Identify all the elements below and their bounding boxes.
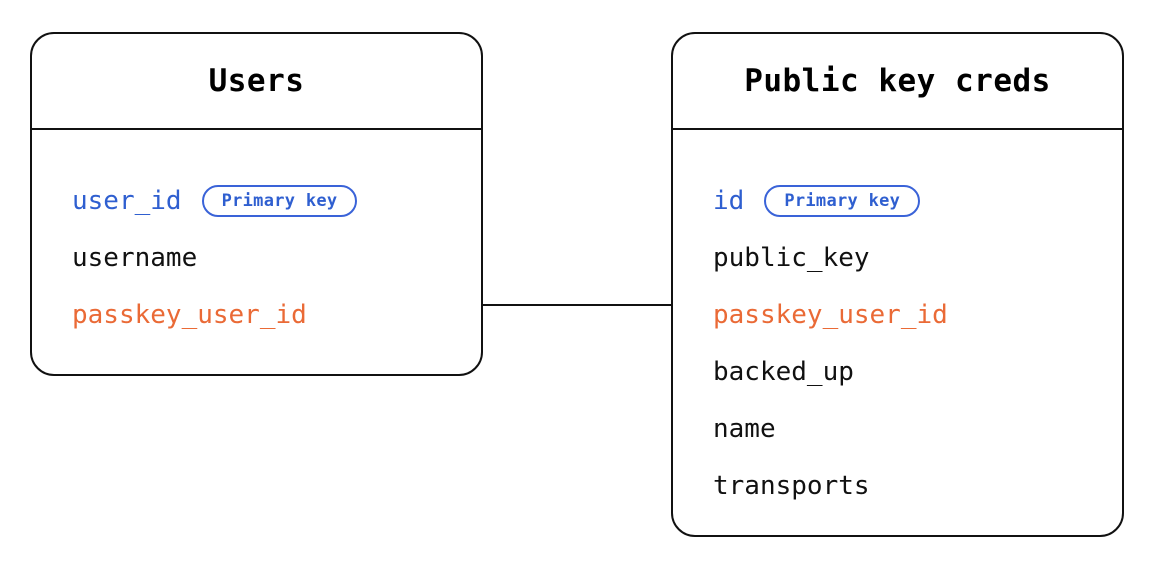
field-row[interactable]: name bbox=[713, 400, 1122, 457]
entity-public-key-creds-field-list: id Primary key public_key passkey_user_i… bbox=[673, 130, 1122, 514]
field-name-passkey-user-id: passkey_user_id bbox=[713, 299, 948, 330]
primary-key-badge: Primary key bbox=[201, 184, 358, 217]
primary-key-badge: Primary key bbox=[764, 184, 921, 217]
field-name-backed-up: backed_up bbox=[713, 356, 854, 387]
field-name-id: id bbox=[713, 185, 745, 216]
entity-users-header: Users bbox=[32, 34, 481, 130]
field-row[interactable]: id Primary key bbox=[713, 172, 1122, 229]
entity-users-field-list: user_id Primary key username passkey_use… bbox=[32, 130, 481, 343]
field-row[interactable]: username bbox=[72, 229, 481, 286]
field-name-passkey-user-id: passkey_user_id bbox=[72, 299, 307, 330]
entity-public-key-creds-header: Public key creds bbox=[673, 34, 1122, 130]
field-name-user-id: user_id bbox=[72, 185, 182, 216]
entity-users-title: Users bbox=[208, 62, 305, 99]
field-row[interactable]: passkey_user_id bbox=[72, 286, 481, 343]
entity-users[interactable]: Users user_id Primary key username passk… bbox=[30, 32, 483, 376]
field-row[interactable]: transports bbox=[713, 457, 1122, 514]
field-name-transports: transports bbox=[713, 470, 870, 501]
field-name-name: name bbox=[713, 413, 776, 444]
field-name-username: username bbox=[72, 242, 198, 273]
field-row[interactable]: user_id Primary key bbox=[72, 172, 481, 229]
field-name-public-key: public_key bbox=[713, 242, 870, 273]
field-row[interactable]: backed_up bbox=[713, 343, 1122, 400]
entity-public-key-creds-title: Public key creds bbox=[744, 62, 1051, 99]
relationship-connector-line bbox=[482, 304, 672, 306]
field-row[interactable]: passkey_user_id bbox=[713, 286, 1122, 343]
field-row[interactable]: public_key bbox=[713, 229, 1122, 286]
entity-public-key-creds[interactable]: Public key creds id Primary key public_k… bbox=[671, 32, 1124, 537]
